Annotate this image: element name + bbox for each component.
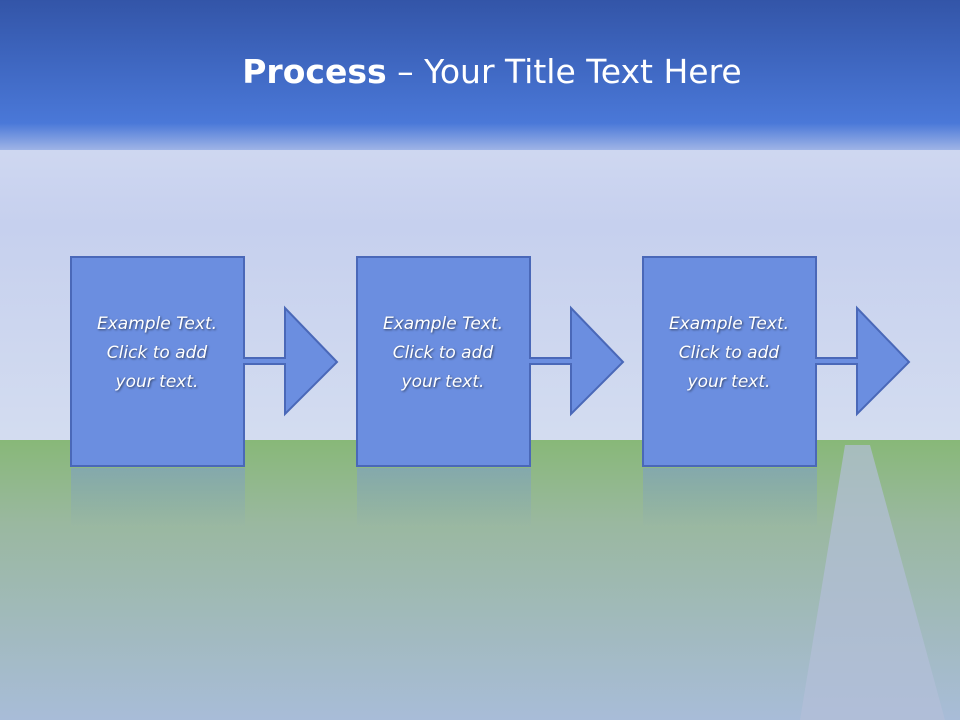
step-2-arrow-box-shape: [356, 256, 625, 467]
step-3-reflection: [643, 468, 817, 528]
step-1-reflection: [71, 468, 245, 528]
step-3-arrow-box-shape: [642, 256, 911, 467]
title-rest: – Your Title Text Here: [386, 52, 742, 91]
step-1-arrow-box-shape: [70, 256, 339, 467]
process-step-1[interactable]: Example Text. Click to add your text.: [70, 256, 340, 468]
step-1-text: Example Text. Click to add your text.: [96, 314, 218, 392]
step-3-text: Example Text. Click to add your text.: [668, 314, 790, 392]
title-bold: Process: [242, 52, 387, 91]
process-step-3[interactable]: Example Text. Click to add your text.: [642, 256, 912, 468]
step-2-reflection: [357, 468, 531, 528]
step-2-text: Example Text. Click to add your text.: [382, 314, 504, 392]
process-step-2[interactable]: Example Text. Click to add your text.: [356, 256, 626, 468]
slide-title: Process – Your Title Text Here: [0, 52, 960, 91]
